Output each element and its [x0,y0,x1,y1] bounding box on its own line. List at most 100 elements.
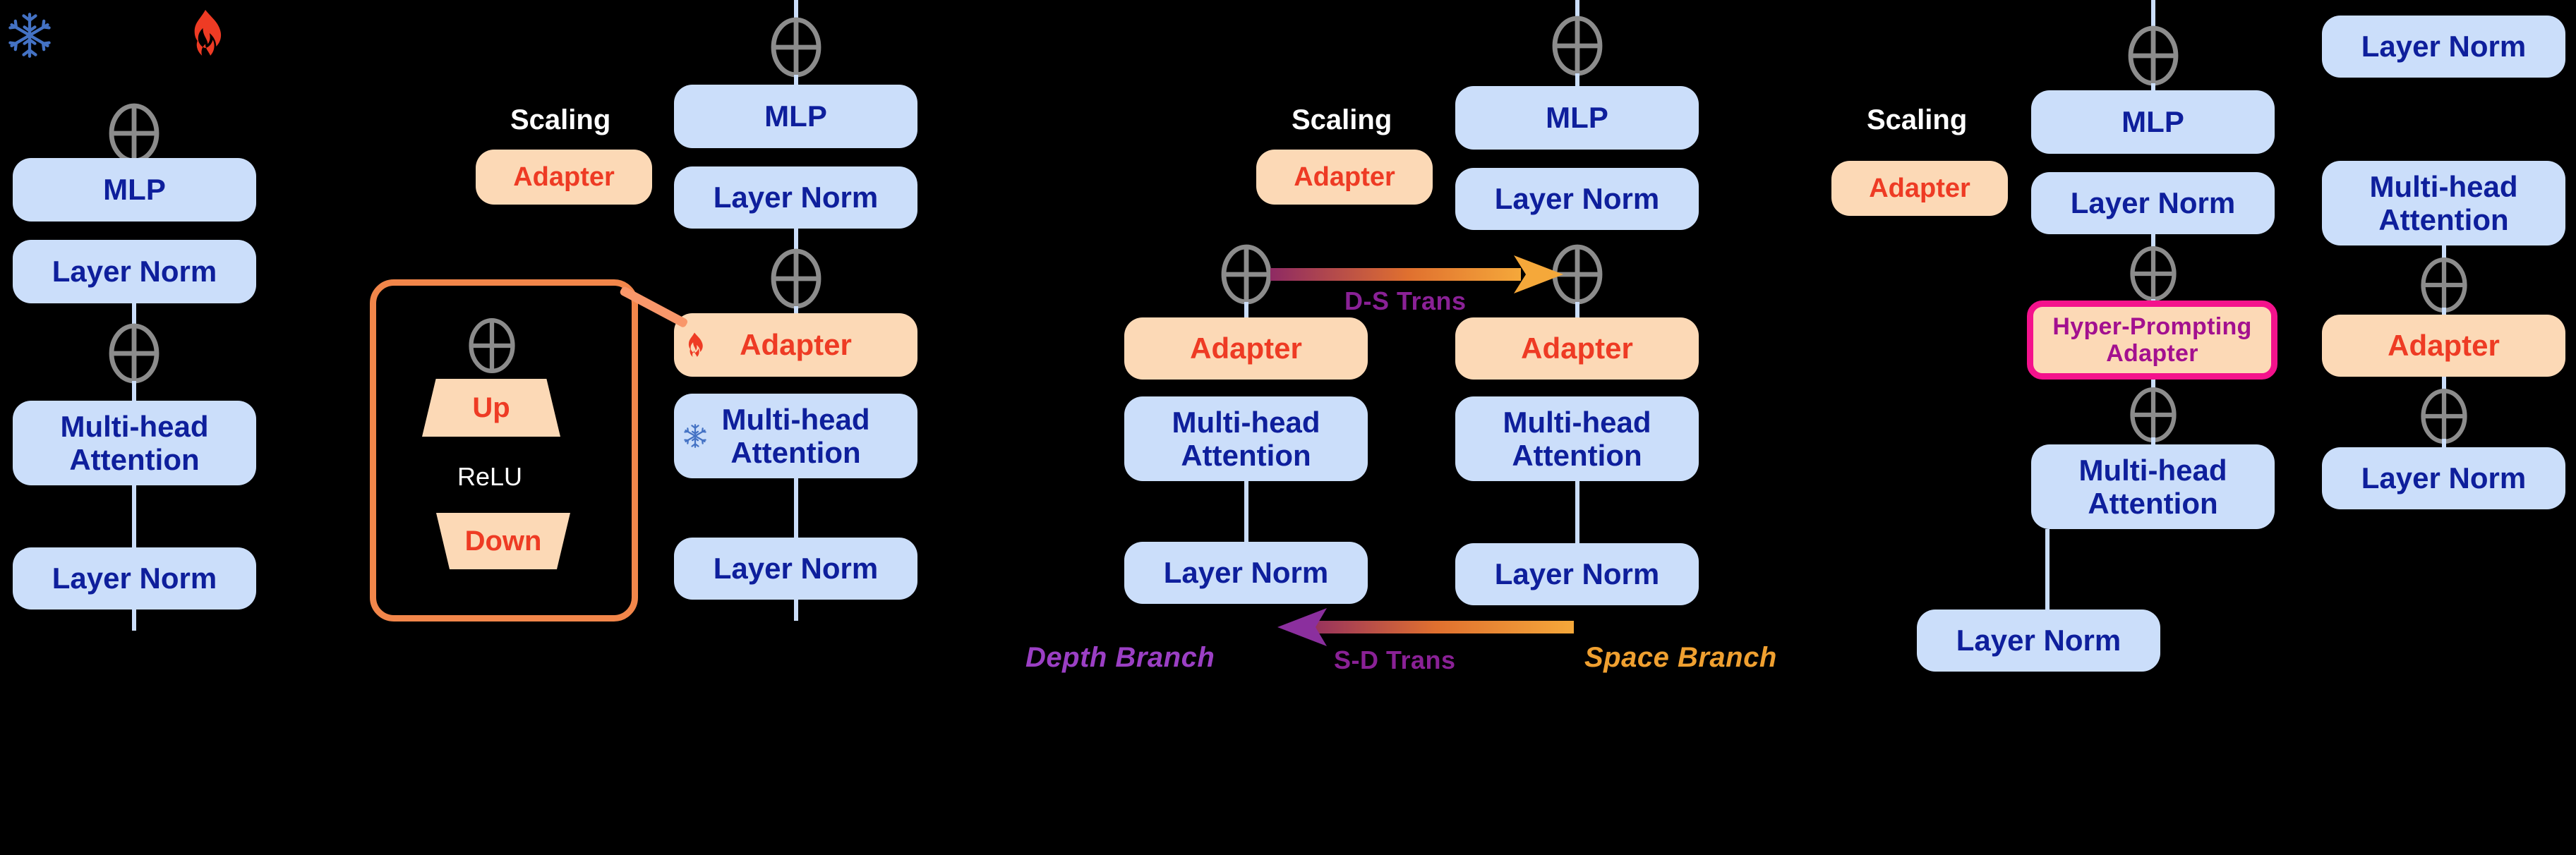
c-depth-layer-norm-block[interactable]: Layer Norm [1124,542,1368,604]
ds-trans-label: D-S Trans [1344,286,1467,315]
b-mlp-label: MLP [764,99,827,133]
d-scaling-adapter-label: Adapter [1869,173,1970,203]
snowflake-icon [6,11,54,59]
a-plus-mid [107,323,161,384]
d-right-layer-norm-bottom-label: Layer Norm [2361,461,2527,495]
c-scaling-adapter-label: Adapter [1294,162,1395,192]
connector-c-s-3 [1575,302,1579,319]
c-space-adapter-label: Adapter [1521,332,1633,365]
a-mlp-block[interactable]: MLP [13,158,256,222]
b-layer-norm-top-block[interactable]: Layer Norm [674,166,917,229]
connector-b-2 [794,75,798,87]
b-adapter-label: Adapter [740,328,852,362]
d-layer-norm-bottom-block[interactable]: Layer Norm [1917,610,2160,672]
c-d-plus [1220,244,1273,305]
d-right-layer-norm-bottom-block[interactable]: Layer Norm [2322,447,2565,509]
connector-d-3 [2151,234,2155,251]
b-plus-mid [769,248,823,309]
connector-c-d-1 [1244,302,1248,319]
a-layer-norm-top-label: Layer Norm [52,255,217,289]
connector-a-4 [132,485,136,549]
d-layer-norm-top-label: Layer Norm [2070,186,2236,220]
sd-trans-label: S-D Trans [1334,645,1456,674]
b-scaling-label: Scaling [510,104,611,135]
b-mlp-block[interactable]: MLP [674,85,917,148]
c-space-layer-norm-block[interactable]: Layer Norm [1455,543,1699,605]
d-right-layer-norm-top-label: Layer Norm [2361,30,2527,63]
b-scaling-adapter-block[interactable]: Adapter [476,150,652,205]
adapter-down-label: Down [464,525,542,557]
connector-b-3 [794,229,798,257]
c-space-mlp-block[interactable]: MLP [1455,86,1699,150]
c-space-layer-norm-top-label: Layer Norm [1494,182,1660,216]
a-layer-norm-top-block[interactable]: Layer Norm [13,240,256,303]
d-multi-head-attention-block[interactable]: Multi-head Attention [2031,444,2275,529]
d-plus-top [2126,25,2180,86]
d-right-layer-norm-top-block[interactable]: Layer Norm [2322,16,2565,78]
d-mlp-label: MLP [2121,105,2184,139]
adapter-activation-label: ReLU [457,462,523,491]
c-space-mlp-label: MLP [1546,101,1608,135]
a-multi-head-attention-block[interactable]: Multi-head Attention [13,401,256,485]
d-r-plus-bottom [2419,388,2469,444]
connector-c-s-4 [1575,481,1579,543]
b-multi-head-attention-block[interactable]: Multi-head Attention [674,394,917,478]
d-hyper-prompting-adapter-block[interactable]: Hyper-Prompting Adapter [2027,301,2277,380]
connector-d-2 [2151,83,2155,95]
c-space-adapter-block[interactable]: Adapter [1455,317,1699,380]
d-plus-lower [2129,387,2178,443]
c-scaling-adapter-block[interactable]: Adapter [1256,150,1433,205]
c-space-multi-head-attention-block[interactable]: Multi-head Attention [1455,396,1699,481]
d-multi-head-attention-label: Multi-head Attention [2078,453,2227,520]
connector-b-6 [794,600,798,621]
c-depth-multi-head-attention-label: Multi-head Attention [1172,405,1320,472]
b-adapter-block[interactable]: Adapter [674,313,917,377]
a-multi-head-attention-label: Multi-head Attention [60,409,209,476]
d-layer-norm-bottom-label: Layer Norm [1956,624,2121,657]
c-space-layer-norm-top-block[interactable]: Layer Norm [1455,168,1699,230]
connector-c-s-1 [1575,0,1579,24]
c-scaling-label: Scaling [1292,104,1392,135]
c-s-plus-top [1551,16,1604,76]
a-plus-top [107,103,161,164]
connector-b-1 [794,0,798,24]
b-layer-norm-bottom-label: Layer Norm [713,552,879,586]
connector-d-7 [2045,529,2050,612]
d-right-adapter-block[interactable]: Adapter [2322,315,2565,377]
connector-d-1 [2151,0,2155,30]
b-plus-top [769,17,823,78]
connector-d-r-2 [2442,308,2446,317]
c-depth-multi-head-attention-block[interactable]: Multi-head Attention [1124,396,1368,481]
connector-d-5 [2151,380,2155,389]
a-layer-norm-bottom-block[interactable]: Layer Norm [13,547,256,610]
d-mlp-block[interactable]: MLP [2031,90,2275,154]
b-multi-head-attention-label: Multi-head Attention [721,402,870,469]
d-layer-norm-top-block[interactable]: Layer Norm [2031,172,2275,234]
d-plus-upper [2129,245,2178,302]
d-right-multi-head-attention-label: Multi-head Attention [2369,169,2518,236]
connector-a-2 [132,303,136,332]
d-scaling-label: Scaling [1867,104,1968,135]
c-depth-adapter-block[interactable]: Adapter [1124,317,1368,380]
connector-d-r-3 [2442,377,2446,392]
snowflake-icon [682,390,708,482]
d-r-plus-top [2419,257,2469,313]
connector-a-3 [132,381,136,402]
d-right-adapter-label: Adapter [2388,329,2500,363]
flame-icon [684,299,705,391]
adapter-detail-frame [370,279,638,621]
d-right-multi-head-attention-block[interactable]: Multi-head Attention [2322,161,2565,245]
adapter-down-projection[interactable]: Down [436,513,570,569]
b-layer-norm-bottom-block[interactable]: Layer Norm [674,538,917,600]
connector-d-r-1 [2442,245,2446,261]
space-branch-label: Space Branch [1584,642,1777,673]
flame-icon [185,10,226,56]
adapter-up-projection[interactable]: Up [422,379,560,437]
c-space-multi-head-attention-label: Multi-head Attention [1503,405,1651,472]
adapter-up-label: Up [472,392,510,423]
d-scaling-adapter-block[interactable]: Adapter [1831,161,2008,216]
sd-trans-arrow [1256,607,1574,648]
connector-c-s-2 [1575,73,1579,87]
connector-d-r-4 [2442,439,2446,449]
b-layer-norm-top-label: Layer Norm [713,181,879,214]
